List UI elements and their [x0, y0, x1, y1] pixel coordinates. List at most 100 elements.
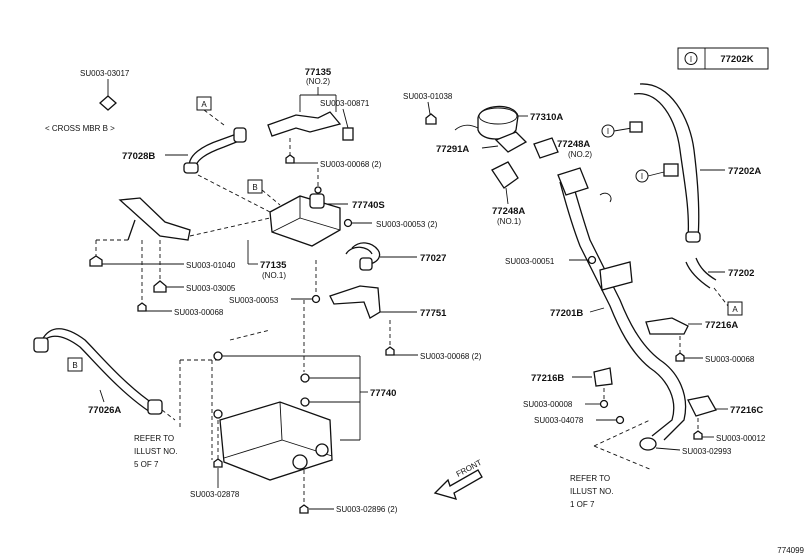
bolt-su02878-icon	[213, 458, 223, 468]
label-77248a-no1: 77248A	[492, 206, 525, 217]
label-77026a: 77026A	[88, 405, 121, 416]
label-77028b: 77028B	[122, 151, 155, 162]
clip-su01040-icon	[89, 255, 103, 267]
svg-text:B: B	[252, 183, 257, 192]
label-77291a: 77291A	[436, 144, 469, 155]
clip-su04078-icon	[615, 415, 625, 425]
nut-su00053-icon	[311, 294, 321, 304]
label-su003-00068-left: SU003-00068	[174, 308, 224, 317]
clip-upper-icon	[629, 121, 643, 133]
bracket-77751	[329, 285, 381, 319]
label-su003-04078: SU003-04078	[534, 416, 584, 425]
cross-member-note: < CROSS MBR B >	[45, 124, 115, 133]
label-77202: 77202	[728, 268, 754, 279]
label-77751: 77751	[420, 308, 447, 319]
bolt-su02896-icon	[299, 504, 309, 514]
hose-clamp-su02993-icon	[639, 437, 657, 451]
refer-left-line1: REFER TO	[134, 434, 174, 443]
canister-77740s	[269, 195, 341, 247]
label-77216c: 77216C	[730, 405, 763, 416]
svg-text:A: A	[732, 305, 738, 314]
clip-00871-icon	[342, 127, 354, 141]
screw-su01038-icon	[425, 113, 437, 125]
svg-text:A: A	[201, 100, 207, 109]
label-77216b: 77216B	[531, 373, 564, 384]
label-su003-00068-right: SU003-00068	[705, 355, 755, 364]
clip-su03005-icon	[153, 280, 167, 293]
label-su003-02896-2: SU003-02896 (2)	[336, 505, 398, 514]
label-su003-00871: SU003-00871	[320, 99, 370, 108]
callout-a-left: A	[196, 96, 212, 111]
header-circle-ref: I	[690, 55, 692, 64]
nut-su00008-icon	[599, 399, 609, 409]
label-su003-00008: SU003-00008	[523, 400, 573, 409]
label-77027: 77027	[420, 253, 446, 264]
cross-member-clip-icon	[99, 95, 117, 111]
label-77135-no1-sub: (NO.1)	[262, 271, 286, 280]
hose-77026a-shape	[41, 328, 156, 406]
label-77740: 77740	[370, 388, 396, 399]
nut-icon	[343, 218, 353, 228]
label-77248a-no2-sub: (NO.2)	[568, 150, 592, 159]
figure-id: 774099	[777, 546, 804, 555]
bracket-77216c	[687, 395, 717, 417]
callout-i-mid: I	[635, 169, 649, 183]
retainer-77248a-no2	[533, 137, 559, 159]
callout-i-top: I	[601, 124, 615, 138]
refer-left-line3: 5 OF 7	[134, 460, 159, 469]
bracket-77216b	[593, 367, 613, 387]
svg-text:I: I	[607, 127, 609, 136]
label-77135-no2: 77135	[305, 67, 332, 78]
bracket-77135-no1	[118, 197, 191, 241]
label-77248a-no1-sub: (NO.1)	[497, 217, 521, 226]
svg-text:B: B	[72, 361, 77, 370]
label-77135-no1: 77135	[260, 260, 287, 271]
refer-right-line2: ILLUST NO.	[570, 487, 613, 496]
refer-right-line1: REFER TO	[570, 474, 610, 483]
label-77248a-no2: 77248A	[557, 139, 590, 150]
label-77740s: 77740S	[352, 200, 385, 211]
hose-77202a	[633, 93, 690, 239]
clip-middle-icon	[663, 163, 679, 177]
hose-77202	[685, 261, 711, 289]
label-su003-00053: SU003-00053	[229, 296, 279, 305]
cap-tether	[454, 124, 479, 131]
label-77216a: 77216A	[705, 320, 738, 331]
bolt-su00012-icon	[693, 430, 703, 440]
bracket-77135-no2	[267, 111, 342, 137]
fuel-cap-77310a	[477, 105, 519, 140]
bolt-su00068-right-icon	[675, 352, 685, 362]
header-code-box: I 77202K	[677, 47, 769, 70]
label-su003-00051: SU003-00051	[505, 257, 555, 266]
bolt-su00068-icon	[137, 302, 147, 312]
label-su003-02878: SU003-02878	[190, 490, 240, 499]
label-77135-no2-sub: (NO.2)	[306, 77, 330, 86]
label-su003-01040: SU003-01040	[186, 261, 236, 270]
nut-su00051-icon	[587, 255, 597, 265]
label-su003-01038: SU003-01038	[403, 92, 453, 101]
label-su003-03005: SU003-03005	[186, 284, 236, 293]
refer-left-line2: ILLUST NO.	[134, 447, 177, 456]
header-part-code: 77202K	[720, 54, 753, 65]
label-su003-00053-2: SU003-00053 (2)	[376, 220, 438, 229]
bracket-77216a	[645, 317, 689, 335]
label-su003-03017: SU003-03017	[80, 69, 130, 78]
retainer-77248a-no1	[491, 161, 519, 189]
refer-right-line3: 1 OF 7	[570, 500, 595, 509]
callout-a-right: A	[727, 301, 743, 316]
label-77202a: 77202A	[728, 166, 761, 177]
svg-text:I: I	[641, 172, 643, 181]
grommet-icon	[213, 351, 223, 361]
bolt-icon	[285, 154, 295, 164]
gasket-77291a	[494, 131, 528, 153]
label-su003-00068-2-mid: SU003-00068 (2)	[420, 352, 482, 361]
bolt-su00068-2-icon	[385, 346, 395, 356]
label-su003-00068-2-top: SU003-00068 (2)	[320, 160, 382, 169]
label-77201b: 77201B	[550, 308, 583, 319]
label-77310a: 77310A	[530, 112, 563, 123]
label-su003-00012: SU003-00012	[716, 434, 766, 443]
charcoal-canister-77740	[219, 401, 333, 481]
callout-b-left: B	[67, 357, 83, 372]
callout-b-top: B	[247, 179, 263, 194]
